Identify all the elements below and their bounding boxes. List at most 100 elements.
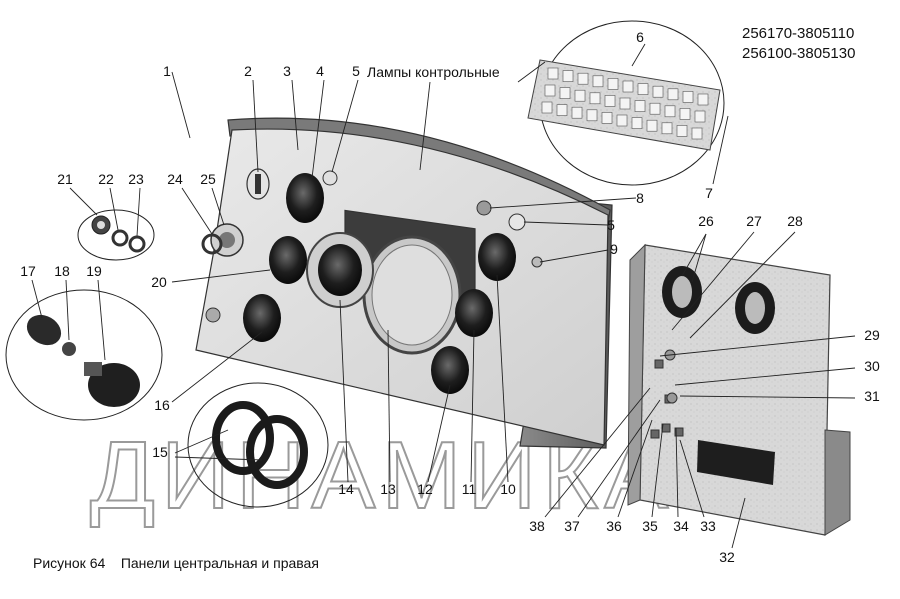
- leader-line: [675, 427, 679, 518]
- lamp-cell: [622, 80, 634, 93]
- lamp-cell: [547, 67, 559, 80]
- leader-line: [69, 187, 98, 216]
- callout-label-20: 20: [151, 274, 167, 290]
- callout-label-19: 19: [86, 263, 102, 279]
- leader-line: [679, 439, 705, 518]
- lamp-cell: [574, 89, 586, 102]
- lamp-strip-detail: [527, 20, 725, 186]
- callout-label-5: 5: [607, 217, 615, 233]
- leader-line: [97, 279, 106, 361]
- leader-line: [136, 187, 141, 237]
- lamp-cell: [691, 127, 703, 140]
- leader-line: [681, 233, 707, 277]
- leader-line: [427, 384, 451, 483]
- lamp-cell: [607, 78, 619, 90]
- callout-label-21: 21: [57, 171, 73, 187]
- lamp-cell: [592, 75, 604, 88]
- leader-line: [679, 395, 856, 399]
- leader-line: [689, 231, 796, 339]
- leader-line: [109, 187, 119, 231]
- lamp-cell: [637, 83, 649, 95]
- part-number-1: 256170-3805110: [742, 25, 854, 42]
- callout-label-29: 29: [864, 327, 880, 343]
- leader-line: [419, 81, 431, 171]
- callout-label-35: 35: [642, 518, 658, 534]
- lamp-cell: [631, 117, 643, 129]
- callout-label-12: 12: [417, 481, 433, 497]
- detail-15-rings: [187, 382, 329, 508]
- callout-label-38: 38: [529, 518, 545, 534]
- lamp-cell: [619, 97, 631, 110]
- leader-line: [691, 233, 707, 283]
- lamp-cell: [694, 110, 706, 123]
- callout-label-25: 25: [200, 171, 216, 187]
- leader-line: [331, 79, 359, 173]
- callout-label-22: 22: [98, 171, 114, 187]
- callout-label-17: 17: [20, 263, 36, 279]
- callout-label-2: 2: [244, 63, 252, 79]
- callout-label-28: 28: [787, 213, 803, 229]
- part-number-2: 256100-3805130: [742, 45, 855, 62]
- lamp-cell: [679, 108, 691, 120]
- lamp-title: Лампы контрольные: [367, 64, 500, 80]
- leader-line: [171, 331, 263, 403]
- switch: [650, 429, 660, 439]
- callout-label-9: 9: [610, 241, 618, 257]
- leader-line: [171, 269, 271, 283]
- figure-caption: Рисунок 64 Панели центральная и правая: [33, 555, 319, 571]
- lamp-cell: [586, 109, 598, 122]
- callout-label-11: 11: [462, 481, 477, 497]
- leader-line: [671, 231, 755, 331]
- callout-label-23: 23: [128, 171, 144, 187]
- callout-label-18: 18: [54, 263, 70, 279]
- leader-line: [651, 423, 664, 518]
- callout-label-7: 7: [705, 185, 713, 201]
- callout-label-13: 13: [380, 481, 396, 497]
- detail-24-25: [201, 223, 244, 257]
- leader-lines: [31, 43, 856, 549]
- lamp-cell: [661, 122, 673, 135]
- lamp-cell: [556, 104, 568, 116]
- lamp-cell: [577, 72, 589, 85]
- lamp-cell: [604, 95, 616, 107]
- switch: [654, 359, 664, 369]
- leader-line: [211, 187, 225, 226]
- leader-line: [252, 79, 259, 173]
- leader-line: [339, 299, 349, 483]
- leader-line: [171, 71, 191, 139]
- callout-label-10: 10: [500, 481, 516, 497]
- lamp-cell: [544, 84, 556, 97]
- callout-label-33: 33: [700, 518, 716, 534]
- lamp-cell: [646, 119, 658, 132]
- leader-line: [544, 387, 651, 518]
- leader-line: [181, 187, 213, 235]
- leader-line: [631, 43, 646, 67]
- leader-line: [731, 497, 746, 549]
- leader-line: [523, 221, 609, 226]
- lamp-cell: [616, 114, 628, 127]
- lamp-cell: [541, 101, 553, 114]
- leader-line: [31, 279, 43, 319]
- lamp-cell: [589, 92, 601, 105]
- leader-line: [470, 329, 475, 483]
- leader-line: [659, 335, 856, 357]
- leader-line: [577, 399, 661, 518]
- callout-label-6: 6: [636, 29, 644, 45]
- lamp-cell: [664, 105, 676, 118]
- callout-label-5: 5: [352, 63, 360, 79]
- callout-label-16: 16: [154, 397, 170, 413]
- detail-17-19: [5, 289, 163, 421]
- switch: [674, 427, 684, 437]
- lamp-cell: [634, 100, 646, 112]
- central-panel: [195, 117, 613, 449]
- callout-label-30: 30: [864, 358, 880, 374]
- leader-line: [517, 61, 546, 83]
- callout-label-26: 26: [698, 213, 714, 229]
- lamp-cell: [682, 91, 694, 103]
- lamp-cell: [649, 102, 661, 115]
- leader-line: [65, 279, 70, 341]
- callout-label-14: 14: [338, 481, 354, 497]
- callout-label-15: 15: [152, 444, 168, 460]
- leader-line: [174, 429, 229, 454]
